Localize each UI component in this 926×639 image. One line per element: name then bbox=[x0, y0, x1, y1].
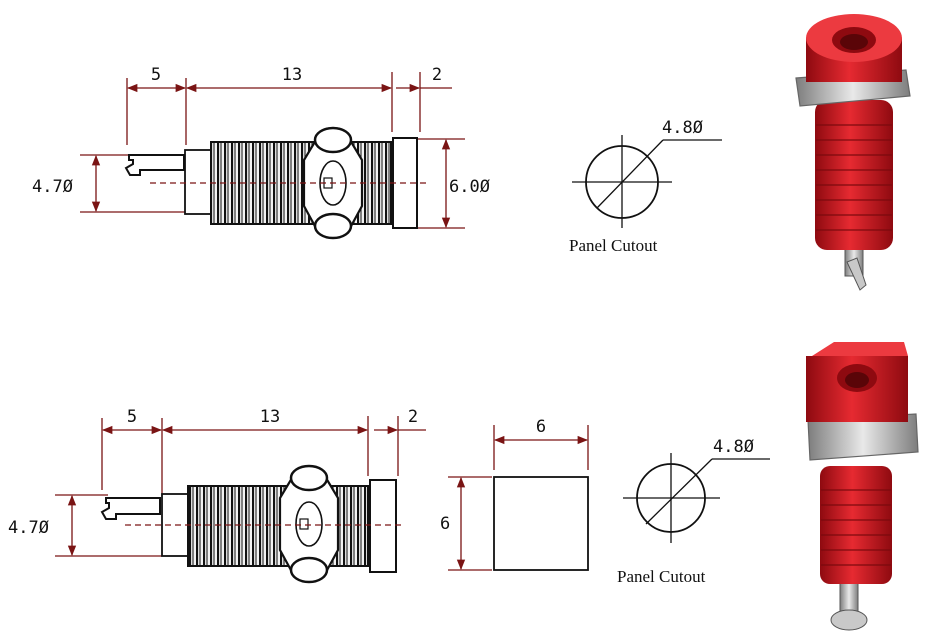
top-cutout-label: Panel Cutout bbox=[569, 236, 658, 255]
red-round-jack-photo bbox=[795, 14, 911, 291]
bottom-dim-tail-label: 5 bbox=[127, 407, 137, 427]
top-dim-body: 13 bbox=[185, 65, 393, 132]
bottom-dim-flange-label: 2 bbox=[408, 407, 418, 427]
bottom-jack-body bbox=[820, 466, 892, 584]
bottom-dim-pin-dia: 4.7Ø bbox=[8, 494, 162, 557]
bottom-flange-head bbox=[369, 479, 397, 573]
top-dim-pin-dia-label: 4.7Ø bbox=[32, 177, 73, 197]
square-height-label: 6 bbox=[440, 514, 450, 534]
top-dim-tail-label: 5 bbox=[151, 65, 161, 85]
bottom-square-view: 6 6 bbox=[440, 417, 589, 571]
top-hex-nut bbox=[302, 126, 364, 240]
bottom-threaded-body bbox=[187, 485, 369, 567]
bottom-solder-tail bbox=[100, 497, 161, 520]
top-jack-body bbox=[815, 100, 893, 250]
bottom-connector-drawing: 5 13 2 4.7Ø bbox=[8, 407, 426, 584]
bottom-cutout-label: Panel Cutout bbox=[617, 567, 706, 586]
bottom-hex-nut bbox=[278, 464, 340, 584]
bottom-cutout-dia-label: 4.8Ø bbox=[713, 437, 754, 457]
bottom-dim-pin-dia-label: 4.7Ø bbox=[8, 518, 49, 538]
bottom-dim-body: 13 bbox=[161, 407, 369, 476]
top-dim-flange-label: 2 bbox=[432, 65, 442, 85]
top-dim-head-dia-label: 6.0Ø bbox=[449, 177, 490, 197]
top-dim-flange: 2 bbox=[396, 65, 452, 132]
top-panel-cutout: 4.8Ø Panel Cutout bbox=[569, 118, 722, 255]
square-width-label: 6 bbox=[536, 417, 546, 437]
top-dim-tail: 5 bbox=[126, 65, 187, 145]
bottom-dim-body-label: 13 bbox=[260, 407, 280, 427]
top-cutout-dia-label: 4.8Ø bbox=[662, 118, 703, 138]
bottom-dim-flange: 2 bbox=[374, 407, 426, 476]
red-square-jack-photo bbox=[806, 342, 919, 631]
top-sleeve bbox=[184, 149, 212, 215]
top-dim-body-label: 13 bbox=[282, 65, 302, 85]
top-dim-pin-dia: 4.7Ø bbox=[32, 154, 185, 213]
top-connector-drawing: 5 13 2 4.7Ø 6.0Ø bbox=[32, 65, 490, 240]
bottom-panel-cutout: 4.8Ø Panel Cutout bbox=[617, 437, 770, 586]
top-dim-head-dia: 6.0Ø bbox=[418, 138, 490, 229]
top-solder-tail bbox=[124, 154, 185, 176]
square-outline bbox=[493, 476, 589, 571]
bottom-dim-tail: 5 bbox=[101, 407, 163, 496]
